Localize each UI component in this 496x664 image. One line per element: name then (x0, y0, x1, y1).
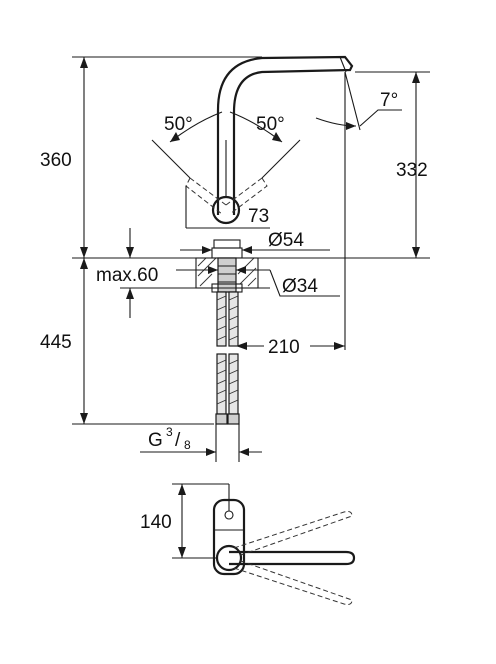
dimension-hole-diameter: Ø34 (176, 266, 340, 297)
label-140: 140 (140, 512, 172, 533)
label-7deg: 7° (380, 90, 398, 111)
dimension-below-deck: 445 (40, 258, 88, 424)
label-210: 210 (268, 337, 300, 358)
faucet-top-view (212, 484, 356, 605)
dimension-base-diameter: Ø54 (180, 230, 330, 254)
label-max60: max.60 (96, 265, 158, 286)
label-diam-54: Ø54 (268, 230, 304, 251)
dimension-height-total: 360 (40, 57, 88, 258)
label-73: 73 (248, 206, 269, 227)
label-thread-g: G (148, 430, 163, 451)
label-thread-num: 3 (166, 425, 173, 439)
label-360: 360 (40, 150, 72, 171)
label-332: 332 (396, 160, 428, 181)
dimension-reach: 210 (236, 334, 345, 358)
dimension-thread: G 3 / 8 (140, 424, 262, 462)
label-445: 445 (40, 332, 72, 353)
label-50deg-right: 50° (256, 114, 285, 135)
dimension-height-outlet: 332 (355, 71, 430, 258)
dimension-swivel: 50° 50° (151, 111, 301, 179)
label-thread-den: 8 (184, 438, 191, 452)
thread-fraction-slash: / (175, 430, 181, 451)
dimension-body-height: 73 (185, 186, 270, 229)
countertop-section (195, 257, 259, 293)
dimension-top-depth: 140 (140, 483, 229, 559)
dimension-spout-tilt: 7° (315, 71, 402, 350)
label-50deg-left: 50° (164, 114, 193, 135)
dimension-deck-thickness: max.60 (96, 228, 270, 318)
label-diam-34: Ø34 (282, 276, 318, 297)
supply-hoses (215, 291, 240, 425)
